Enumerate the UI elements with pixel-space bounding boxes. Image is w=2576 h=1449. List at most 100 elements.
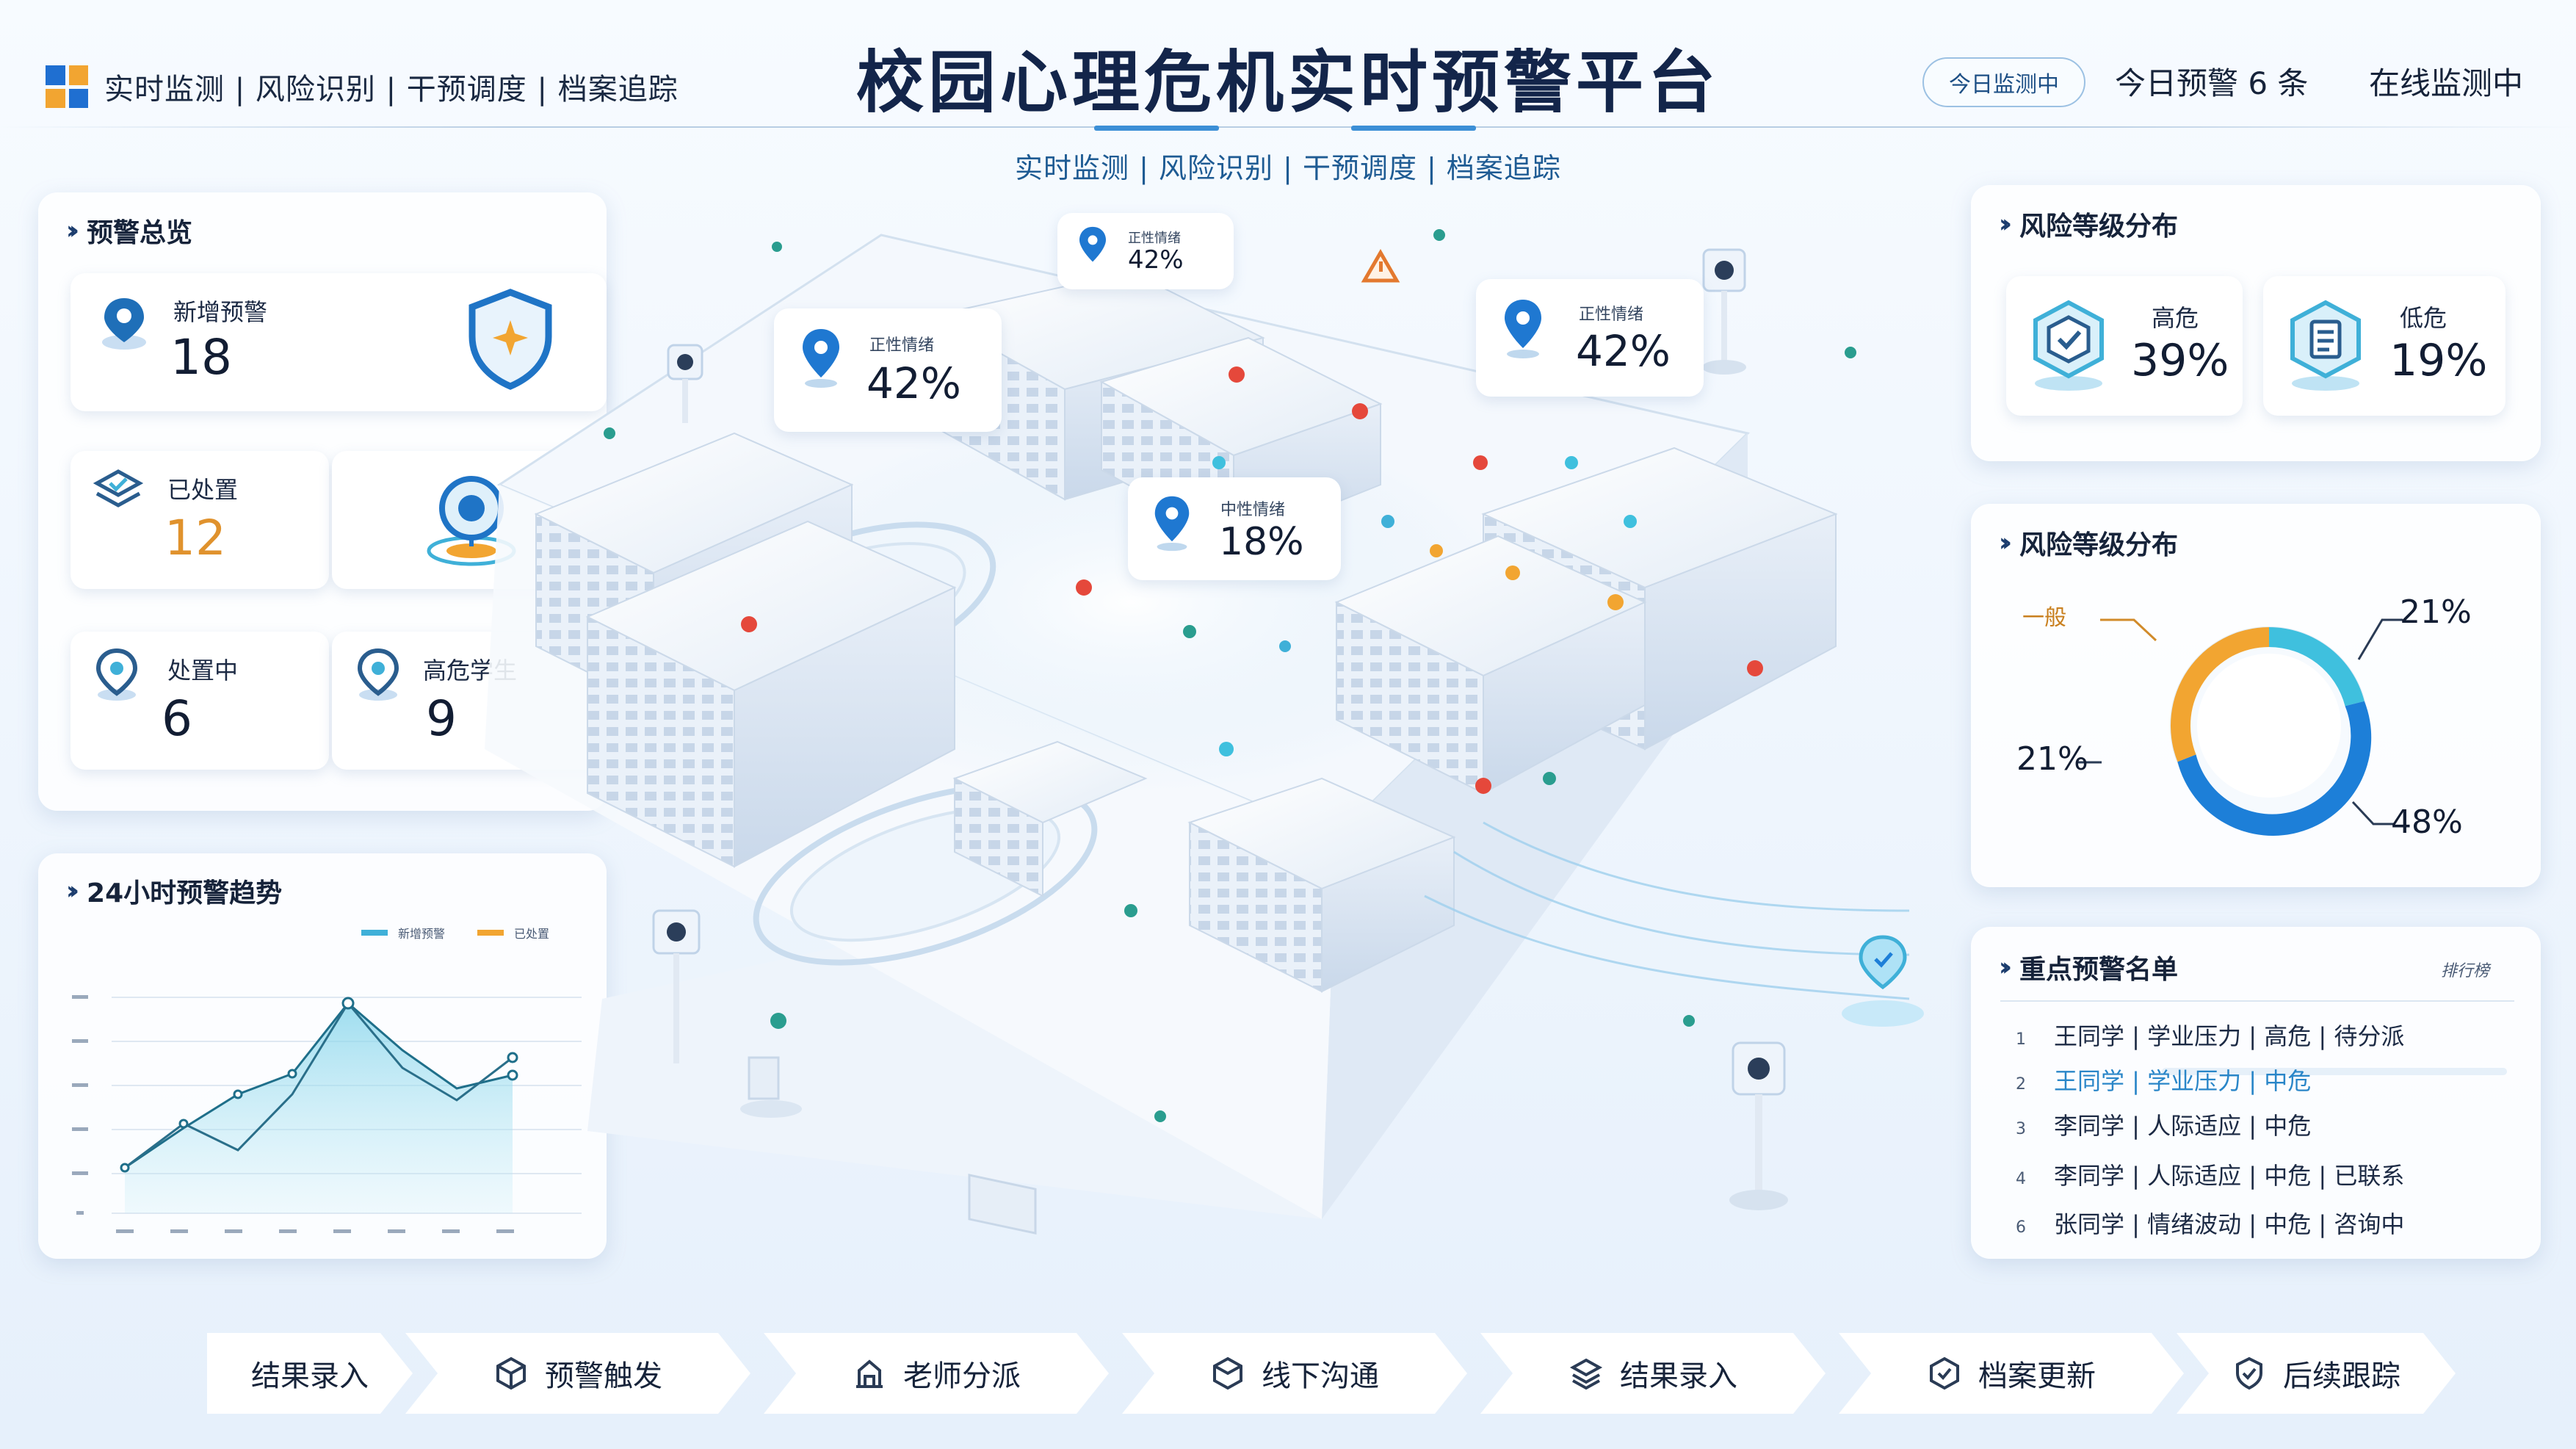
trend-line-handled bbox=[124, 1001, 513, 1169]
low-risk-level-card[interactable]: 低危 19% bbox=[2263, 276, 2506, 416]
chevron-right-icon: ›› bbox=[66, 216, 79, 245]
watchlist-row[interactable]: 4 李同学 | 人际适应 | 中危 | 已联系 bbox=[2016, 1157, 2404, 1191]
watchlist-more-link[interactable]: 排行榜 bbox=[2441, 962, 2490, 980]
small-terminal bbox=[740, 1056, 802, 1118]
new-alerts-value: 18 bbox=[170, 329, 232, 386]
handled-value: 12 bbox=[164, 510, 226, 566]
in-progress-card[interactable]: 处置中 6 bbox=[70, 632, 329, 770]
process-step-result-entry-2[interactable]: 结果录入 bbox=[1480, 1333, 1826, 1414]
trend-legend: 新增预警 已处置 bbox=[361, 924, 549, 942]
map-badge-value: 18% bbox=[1219, 520, 1304, 564]
location-user-icon bbox=[102, 298, 146, 350]
trend-area bbox=[125, 1003, 513, 1213]
process-step-follow-up[interactable]: 后续跟踪 bbox=[2177, 1333, 2456, 1414]
x-axis-ticks bbox=[116, 1229, 514, 1233]
map-badge[interactable]: 正性情绪 42% bbox=[774, 308, 1002, 432]
trend-title-text: 24小时预警趋势 bbox=[87, 878, 283, 908]
handled-label: 已处置 bbox=[167, 476, 239, 504]
process-step-label: 线下沟通 bbox=[1262, 1359, 1379, 1393]
page-title: 校园心理危机实时预警平台 bbox=[855, 43, 1720, 122]
row-text: 李同学 | 人际适应 | 中危 | 已联系 bbox=[2054, 1162, 2405, 1190]
warning-triangle-icon bbox=[1361, 249, 1400, 283]
map-badge-label: 中性情绪 bbox=[1220, 501, 1286, 519]
map-badge[interactable]: 中性情绪 18% bbox=[1128, 477, 1341, 580]
top-nav-text[interactable]: 实时监测 | 风险识别 | 干预调度 | 档案追踪 bbox=[104, 73, 679, 106]
risk-levels-title: ›› 风险等级分布 bbox=[1999, 200, 2178, 248]
windows-logo-icon bbox=[46, 65, 88, 108]
trend-panel: ›› 24小时预警趋势 新增预警 已处置 bbox=[38, 853, 607, 1259]
donut-label-blue: 48% bbox=[2391, 803, 2463, 841]
cube-icon bbox=[1210, 1356, 1245, 1391]
risk-donut-title: ›› 风险等级分布 bbox=[1999, 518, 2178, 567]
process-step-alert-trigger[interactable]: 预警触发 bbox=[405, 1333, 750, 1414]
row-text: 李同学 | 人际适应 | 中危 bbox=[2054, 1112, 2312, 1140]
hexagon-check-icon bbox=[2033, 300, 2104, 391]
chevron-right-icon: ›› bbox=[1999, 953, 2012, 982]
campus-3d-map[interactable] bbox=[470, 191, 2019, 1293]
process-step-label: 结果录入 bbox=[1620, 1359, 1737, 1393]
in-progress-label: 处置中 bbox=[167, 657, 239, 684]
row-text: 张同学 | 情绪波动 | 中危 | 咨询中 bbox=[2054, 1210, 2405, 1238]
map-badge[interactable]: 正性情绪 42% bbox=[1057, 213, 1234, 289]
legend-swatch-orange bbox=[477, 930, 504, 936]
risk-donut-title-text: 风险等级分布 bbox=[2019, 530, 2179, 560]
process-step-archive-update[interactable]: 档案更新 bbox=[1839, 1333, 2184, 1414]
new-alerts-card[interactable]: 新增预警 18 bbox=[70, 273, 607, 411]
building-mid-left bbox=[585, 520, 957, 868]
row-text: 王同学 | 学业压力 | 中危 bbox=[2054, 1067, 2312, 1095]
building-front-left bbox=[952, 740, 1148, 897]
sub-nav[interactable]: 实时监测 | 风险识别 | 干预调度 | 档案追踪 bbox=[1015, 152, 1561, 184]
cube-check-icon bbox=[1927, 1356, 1962, 1391]
watchlist-title-text: 重点预警名单 bbox=[2019, 955, 2179, 985]
trend-line-new bbox=[124, 1001, 513, 1169]
process-step-offline-talk[interactable]: 线下沟通 bbox=[1122, 1333, 1467, 1414]
watchlist-row[interactable]: 6 张同学 | 情绪波动 | 中危 | 咨询中 bbox=[2016, 1206, 2404, 1240]
map-pin-icon bbox=[1505, 300, 1541, 358]
high-risk-value: 9 bbox=[426, 690, 457, 747]
low-risk-level-value: 19% bbox=[2389, 335, 2488, 386]
trend-points bbox=[120, 997, 518, 1173]
chevron-right-icon: ›› bbox=[1999, 209, 2012, 239]
row-index: 6 bbox=[2016, 1218, 2026, 1237]
today-alert-count: 今日预警 6 条 bbox=[2115, 65, 2309, 101]
online-status: 在线监测中 bbox=[2369, 65, 2524, 101]
process-step-teacher-assign[interactable]: 老师分派 bbox=[764, 1333, 1109, 1414]
layers-check-icon bbox=[93, 469, 144, 507]
hologram-pin-icon bbox=[1842, 935, 1924, 1027]
risk-levels-title-text: 风险等级分布 bbox=[2019, 212, 2179, 242]
y-axis-ticks bbox=[72, 995, 88, 1215]
watchlist-panel: ›› 重点预警名单 排行榜 bbox=[1971, 927, 2541, 1259]
row-index: 4 bbox=[2016, 1170, 2026, 1188]
process-step-label: 后续跟踪 bbox=[2283, 1359, 2400, 1393]
map-pin-icon bbox=[803, 329, 839, 388]
overview-title: ›› 预警总览 bbox=[66, 204, 192, 257]
overview-title-text: 预警总览 bbox=[87, 218, 193, 248]
process-step-result-entry[interactable]: 结果录入 bbox=[207, 1333, 413, 1414]
building-icon bbox=[852, 1356, 887, 1391]
in-progress-value: 6 bbox=[162, 690, 192, 747]
map-badge-label: 正性情绪 bbox=[1128, 231, 1181, 246]
brand-bar: 实时监测 | 风险识别 | 干预调度 | 档案追踪 bbox=[46, 57, 679, 116]
watchlist-title: ›› 重点预警名单 bbox=[1999, 943, 2178, 991]
donut-label-cyan: 21% bbox=[2400, 593, 2472, 631]
row-index: 1 bbox=[2016, 1030, 2026, 1049]
trend-line-chart bbox=[72, 995, 582, 1233]
handled-card[interactable]: 已处置 12 bbox=[70, 451, 329, 589]
header-divider bbox=[0, 126, 2576, 128]
high-risk-level-card[interactable]: 高危 39% bbox=[2006, 276, 2243, 416]
map-badge-value: 42% bbox=[1128, 245, 1184, 275]
map-badge[interactable]: 正性情绪 42% bbox=[1476, 279, 1704, 397]
camera-icon bbox=[1729, 1041, 1788, 1210]
process-step-label: 档案更新 bbox=[1978, 1359, 2096, 1393]
legend-label-new: 新增预警 bbox=[398, 927, 446, 941]
high-risk-level-label: 高危 bbox=[2152, 304, 2199, 332]
donut-side-label: 一般 bbox=[2022, 605, 2066, 631]
process-step-label: 老师分派 bbox=[903, 1359, 1021, 1393]
legend-label-handled: 已处置 bbox=[514, 927, 550, 941]
high-risk-level-value: 39% bbox=[2131, 335, 2229, 386]
map-pin-icon bbox=[1154, 496, 1190, 552]
monitoring-status-pill[interactable]: 今日监测中 bbox=[1922, 57, 2085, 107]
